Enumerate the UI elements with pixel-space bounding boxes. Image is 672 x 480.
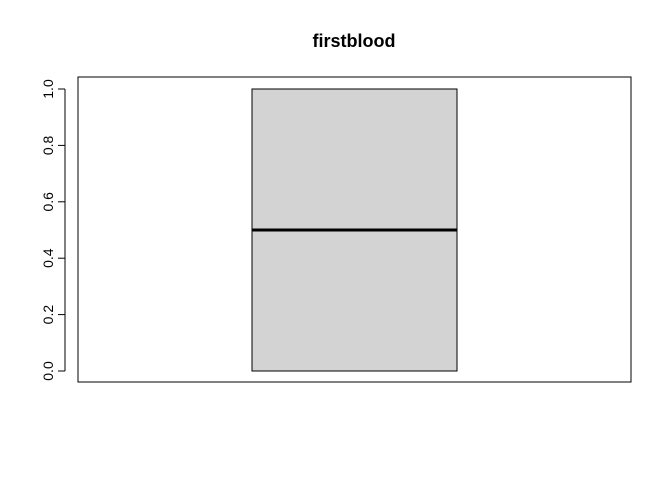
y-tick-label: 0.4 [40, 248, 56, 268]
box-series [251, 88, 458, 372]
chart-title: firstblood [313, 31, 396, 51]
y-tick-label: 0.6 [40, 192, 56, 212]
plot-frame [77, 76, 632, 383]
y-tick-label: 0.8 [40, 135, 56, 155]
y-tick-label: 1.0 [40, 79, 56, 99]
y-tick-label: 0.2 [40, 305, 56, 325]
y-axis: 0.0 0.2 0.4 0.6 0.8 1.0 [40, 79, 66, 381]
y-tick-label: 0.0 [40, 361, 56, 381]
